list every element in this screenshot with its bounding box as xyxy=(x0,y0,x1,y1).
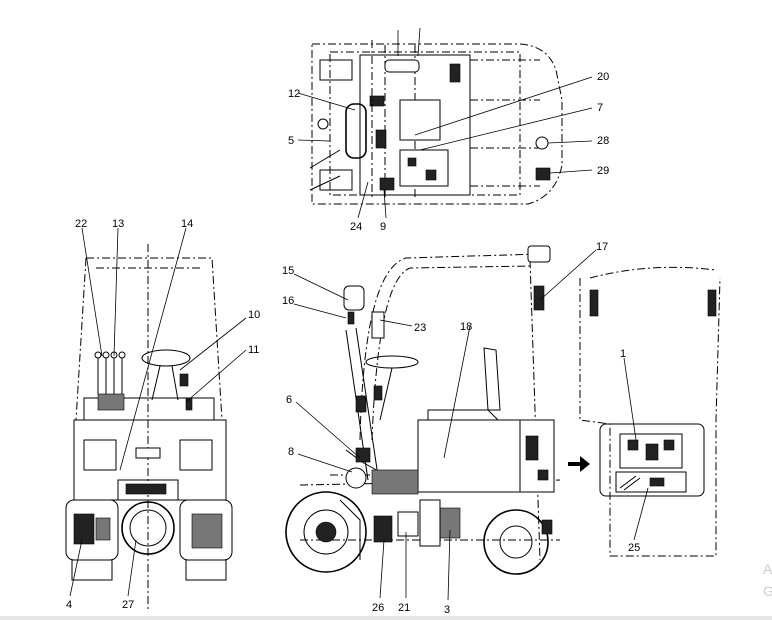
callout-15: 15 xyxy=(282,265,294,277)
callout-14: 14 xyxy=(181,218,193,230)
callout-1: 1 xyxy=(620,348,626,360)
side-view-leaders xyxy=(293,249,597,601)
watermark-line2: G xyxy=(763,583,772,599)
callout-24: 24 xyxy=(350,221,362,233)
top-view xyxy=(309,40,563,205)
callout-3: 3 xyxy=(444,604,450,616)
callout-21: 21 xyxy=(398,602,410,614)
callout-5: 5 xyxy=(288,135,294,147)
watermark: A G xyxy=(763,561,772,599)
callout-8: 8 xyxy=(288,446,294,458)
callout-23: 23 xyxy=(414,322,426,334)
callout-7: 7 xyxy=(597,102,603,114)
callout-13: 13 xyxy=(112,218,124,230)
callout-25: 25 xyxy=(628,542,640,554)
callout-4: 4 xyxy=(66,599,72,611)
top-view-leaders xyxy=(297,27,593,219)
callout-10: 10 xyxy=(248,309,260,321)
watermark-line1: A xyxy=(763,561,772,577)
callout-6: 6 xyxy=(286,394,292,406)
front-view xyxy=(65,244,233,610)
callout-18: 18 xyxy=(460,321,472,333)
callout-29: 29 xyxy=(597,165,609,177)
front-view-leaders xyxy=(69,227,247,597)
callout-9: 9 xyxy=(380,221,386,233)
callout-17: 17 xyxy=(596,241,608,253)
callout-20: 20 xyxy=(597,71,609,83)
callout-28: 28 xyxy=(597,135,609,147)
callout-11: 11 xyxy=(248,344,259,356)
callout-12: 12 xyxy=(288,88,300,100)
callout-26: 26 xyxy=(372,602,384,614)
detail-view xyxy=(568,266,721,557)
callout-16: 16 xyxy=(282,295,294,307)
callout-22: 22 xyxy=(75,218,87,230)
detail-view-leaders xyxy=(623,357,649,541)
callout-27: 27 xyxy=(122,599,134,611)
side-view xyxy=(285,245,561,575)
bottom-scroll-strip xyxy=(0,616,772,620)
callout-labels: 12 5 20 7 28 29 24 9 22 13 14 10 11 4 27… xyxy=(66,71,640,616)
